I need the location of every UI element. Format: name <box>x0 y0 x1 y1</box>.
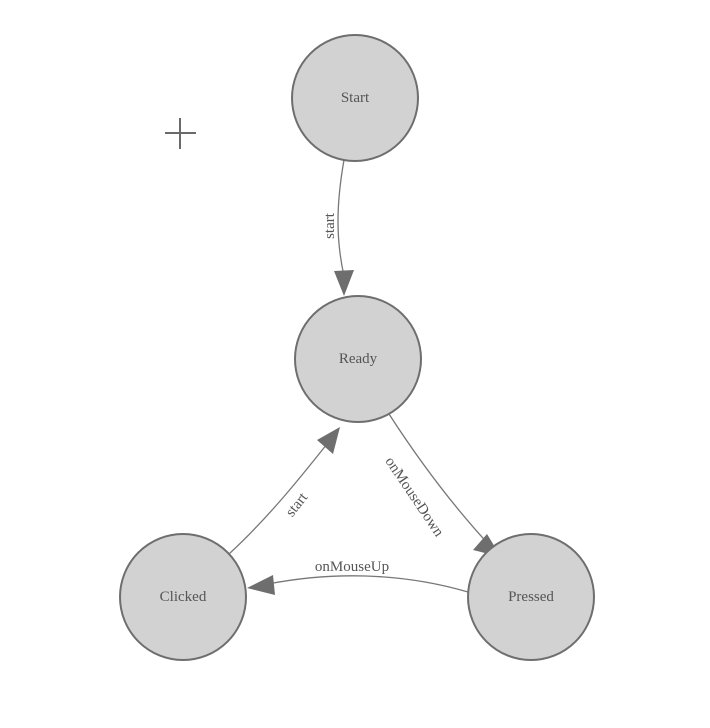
node-clicked-circle <box>119 533 247 661</box>
edge-pressed-to-clicked[interactable]: onMouseUp <box>247 559 469 595</box>
node-pressed-circle <box>467 533 595 661</box>
node-pressed-label: Pressed <box>508 589 554 605</box>
node-start[interactable]: Start <box>291 34 419 162</box>
edge-pressed-to-clicked-path <box>267 575 469 593</box>
edge-clicked-to-ready-path <box>228 443 328 555</box>
edge-start-to-ready-path <box>337 159 345 277</box>
node-ready[interactable]: Ready <box>294 295 422 423</box>
node-start-label: Start <box>341 90 370 106</box>
edge-ready-to-pressed-label: onMouseDown <box>382 454 447 540</box>
edge-start-to-ready-label: start <box>322 212 338 239</box>
edge-ready-to-pressed[interactable]: onMouseDown <box>382 413 501 557</box>
node-pressed[interactable]: Pressed <box>467 533 595 661</box>
crosshair-icon <box>165 118 196 149</box>
edge-ready-to-pressed-path <box>388 413 493 549</box>
node-clicked-label: Clicked <box>160 589 207 605</box>
edge-clicked-to-ready[interactable]: start <box>228 427 340 555</box>
node-start-circle <box>291 34 419 162</box>
edge-start-to-ready[interactable]: start <box>322 159 354 296</box>
edge-pressed-to-clicked-arrowhead <box>247 575 275 595</box>
node-ready-circle <box>294 295 422 423</box>
edge-clicked-to-ready-arrowhead <box>317 427 340 454</box>
edge-start-to-ready-arrowhead <box>334 270 354 296</box>
node-clicked[interactable]: Clicked <box>119 533 247 661</box>
edge-pressed-to-clicked-label: onMouseUp <box>315 559 389 575</box>
node-ready-label: Ready <box>339 351 378 367</box>
